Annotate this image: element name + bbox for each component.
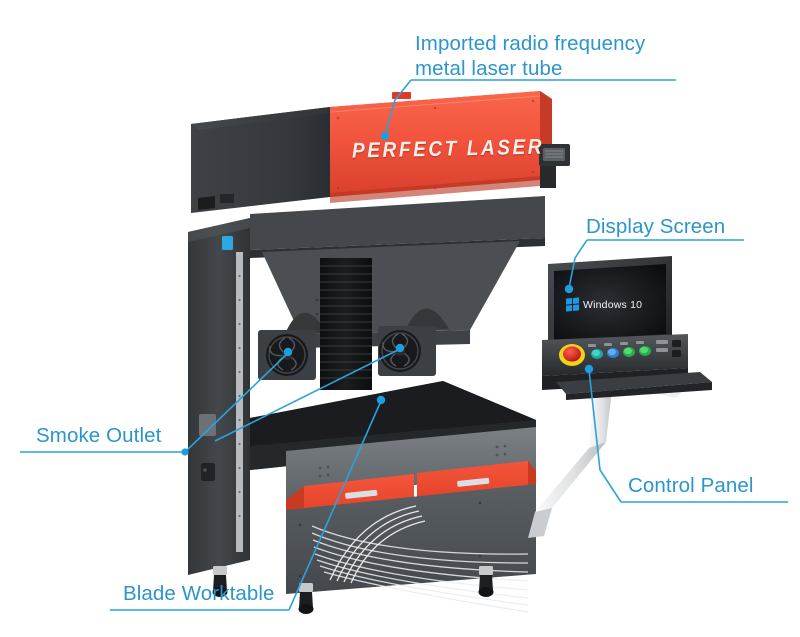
windows-os-label: Windows 10 (583, 298, 643, 311)
callout-label-laser-tube-line1: Imported radio frequency (415, 32, 646, 55)
callout-label-control-panel: Control Panel (628, 474, 754, 497)
control-console (542, 334, 712, 400)
base-cabinet (286, 484, 536, 613)
monitor-screen (554, 264, 666, 341)
drawer-handle (345, 489, 378, 499)
callout-leader-smoke-fan-left (184, 352, 289, 453)
emergency-stop-button (559, 344, 585, 366)
smoke-outlet-vent (199, 414, 216, 436)
windows-logo-badge: Windows 10 (566, 297, 643, 312)
laser-tube-housing (330, 91, 570, 203)
callout-label-laser-tube-line2: metal laser tube (415, 57, 563, 80)
console-buttons (591, 346, 651, 359)
gantry-housing (250, 196, 545, 390)
callout-label-display-screen: Display Screen (586, 215, 726, 238)
caster-right (478, 566, 494, 597)
callout-label-blade-worktable: Blade Worktable (123, 582, 275, 605)
machine-chassis (188, 218, 250, 575)
callout-leader-blade (288, 400, 382, 611)
caster-middle (298, 583, 314, 614)
callout-leader-laser-tube (384, 79, 412, 136)
callout-leader-display (568, 239, 588, 289)
caster-left (212, 566, 228, 597)
callout-leader-smoke-fan-right (214, 348, 401, 442)
callout-endpoint-dots (181, 131, 594, 456)
drawer-handle (457, 477, 490, 487)
callout-label-smoke-outlet: Smoke Outlet (36, 424, 162, 447)
callout-leader-control (588, 369, 622, 503)
